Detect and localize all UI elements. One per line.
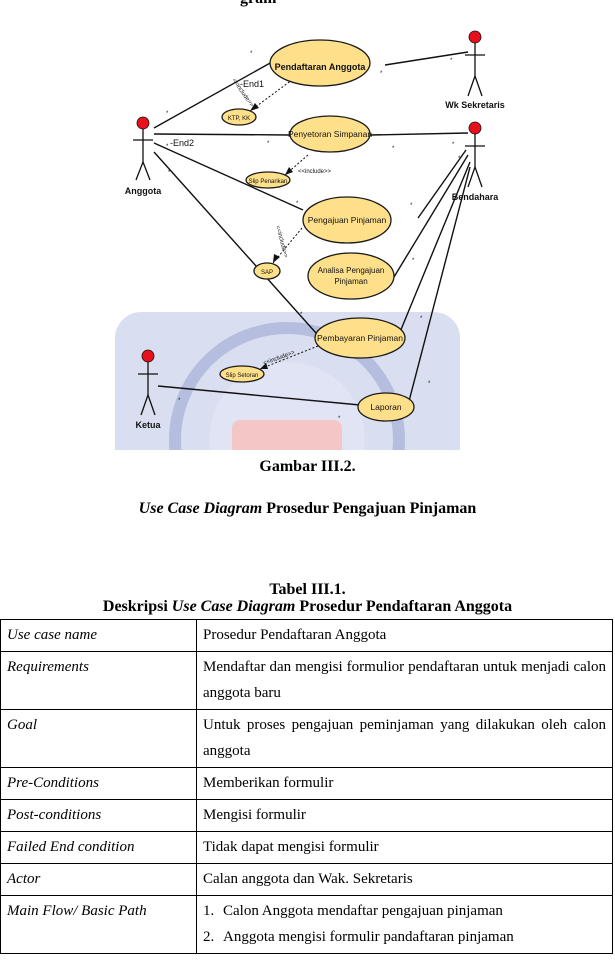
svg-text:*: * <box>296 201 299 207</box>
actor-wk-sekretaris <box>465 30 485 97</box>
actor-ketua <box>138 349 158 416</box>
table-title-italic: Use Case Diagram <box>171 598 296 615</box>
table-row: Failed End condition Tidak dapat mengisi… <box>0 831 613 864</box>
row-label: Goal <box>0 709 197 768</box>
usecase-label-ktp: KTP, KK <box>228 116 250 122</box>
watermark-logo <box>115 312 460 450</box>
usecase-analisa-pengajuan <box>307 252 395 300</box>
usecase-laporan <box>357 392 415 422</box>
watermark-red-box <box>232 420 342 450</box>
multiplicity-marks: * * * * * * * * * * * * * * * * * * <box>166 51 461 422</box>
svg-text:*: * <box>300 312 303 318</box>
list-number: 2. <box>203 929 215 945</box>
svg-text:*: * <box>428 381 431 387</box>
row-label: Use case name <box>0 619 197 652</box>
svg-text:*: * <box>410 203 413 209</box>
row-value: Mengisi formulir <box>196 799 613 832</box>
figure-title-italic: Use Case Diagram <box>138 500 263 517</box>
row-value: Mendaftar dan mengisi formulior pendafta… <box>196 651 613 710</box>
svg-text:*: * <box>380 71 383 77</box>
list-item: 2. Anggota mengisi formulir pandaftaran p… <box>203 924 606 950</box>
table-row: Pre-Conditions Memberikan formulir <box>0 767 613 800</box>
use-case-diagram: <<include>> <<include>> <<include>> <<in… <box>115 30 505 450</box>
svg-text:*: * <box>178 398 181 404</box>
usecase-pembayaran-pinjaman <box>314 317 406 359</box>
row-label: Requirements <box>0 651 197 710</box>
table-row: Actor Calan anggota dan Wak. Sekretaris <box>0 863 613 896</box>
usecase-label-penyetoran: Penyetoran Simpanan <box>288 129 372 139</box>
usecase-label-slip-penarikan: Slip Penarikan <box>249 179 288 185</box>
svg-text:*: * <box>450 58 453 64</box>
svg-text:*: * <box>250 51 253 57</box>
svg-text:*: * <box>412 258 415 264</box>
usecase-label-pembayaran: Pembayaran Pinjaman <box>317 333 403 343</box>
table-title: Deskripsi Use Case Diagram Prosedur Pend… <box>0 598 615 616</box>
table-number: Tabel III.1. <box>269 581 346 598</box>
usecase-label-pendaftaran: Pendaftaran Anggota <box>275 62 367 72</box>
row-label: Post-conditions <box>0 799 197 832</box>
svg-text:*: * <box>338 416 341 422</box>
figure-title: Use Case Diagram Prosedur Pengajuan Pinj… <box>0 500 615 518</box>
role-end1: -End1 <box>240 79 264 89</box>
actor-label-ketua: Ketua <box>135 420 161 430</box>
usecase-slip-setoran <box>219 365 265 383</box>
usecase-label-analisa-2: Pinjaman <box>334 277 367 286</box>
usecase-sap <box>253 262 281 280</box>
svg-text:*: * <box>166 111 169 117</box>
table-row: Main Flow/ Basic Path 1. Calon Anggota me… <box>0 895 613 954</box>
row-value: Calan anggota dan Wak. Sekretaris <box>196 863 613 896</box>
table-title-rest: Prosedur Pendaftaran Anggota <box>295 598 513 615</box>
list-text: Calon Anggota mendaftar pengajuan pinjam… <box>223 903 503 919</box>
row-label: Main Flow/ Basic Path <box>0 895 197 954</box>
list-number: 1. <box>203 903 215 919</box>
actor-label-anggota: Anggota <box>125 186 162 196</box>
include-label-penarikan: <<include>> <box>298 169 332 175</box>
svg-text:*: * <box>458 156 461 162</box>
usecase-slip-penarikan <box>245 171 291 189</box>
usecase-label-pengajuan: Pengajuan Pinjaman <box>308 215 387 225</box>
figure-title-rest: Prosedur Pengajuan Pinjaman <box>262 500 477 517</box>
table-row: Use case name Prosedur Pendaftaran Anggo… <box>0 619 613 652</box>
include-arrowheads <box>250 103 293 369</box>
main-flow-list: 1. Calon Anggota mendaftar pengajuan pinj… <box>196 895 613 954</box>
usecase-pendaftaran-anggota <box>269 39 371 87</box>
header-partial-text: gram <box>240 0 276 8</box>
row-value: Prosedur Pendaftaran Anggota <box>196 619 613 652</box>
actor-label-bendahara: Bendahara <box>452 192 500 202</box>
usecase-penyetoran-simpanan <box>289 115 371 153</box>
svg-text:*: * <box>392 146 395 152</box>
actor-anggota <box>133 116 153 181</box>
row-value: Untuk proses pengajuan peminjaman yang d… <box>196 709 613 768</box>
watermark-ring <box>169 322 405 450</box>
svg-text:*: * <box>267 141 270 147</box>
row-label: Actor <box>0 863 197 896</box>
usecase-pengajuan-pinjaman <box>302 196 392 244</box>
row-value: Tidak dapat mengisi formulir <box>196 831 613 864</box>
row-label: Failed End condition <box>0 831 197 864</box>
row-label: Pre-Conditions <box>0 767 197 800</box>
actor-label-wk-sekretaris: Wk Sekretaris <box>445 100 505 110</box>
row-value: Memberikan formulir <box>196 767 613 800</box>
svg-text:*: * <box>168 170 171 176</box>
usecase-label-slip-setoran: Slip Setoran <box>226 373 259 379</box>
svg-text:*: * <box>420 316 423 322</box>
table-row: Requirements Mendaftar dan mengisi formu… <box>0 651 613 710</box>
association-lines <box>153 51 471 406</box>
svg-text:*: * <box>452 142 455 148</box>
actor-bendahara <box>465 121 485 188</box>
include-label-sap: <<include>> <box>274 225 288 259</box>
usecase-label-analisa-1: Analisa Pengajuan <box>318 266 385 275</box>
usecase-description-table: Use case name Prosedur Pendaftaran Anggo… <box>0 619 613 954</box>
list-item: 1. Calon Anggota mendaftar pengajuan pinj… <box>203 898 606 924</box>
table-title-prefix: Deskripsi <box>102 598 172 615</box>
usecase-label-sap: SAP <box>261 270 273 276</box>
role-end2: -End2 <box>170 138 194 148</box>
usecase-ktp-kk <box>221 108 257 126</box>
figure-number: Gambar III.2. <box>259 458 356 475</box>
usecase-label-laporan: Laporan <box>370 402 401 412</box>
svg-text:*: * <box>166 144 169 150</box>
list-text: Anggota mengisi formulir pandaftaran pin… <box>223 929 514 945</box>
table-row: Goal Untuk proses pengajuan peminjaman y… <box>0 709 613 768</box>
table-row: Post-conditions Mengisi formulir <box>0 799 613 832</box>
